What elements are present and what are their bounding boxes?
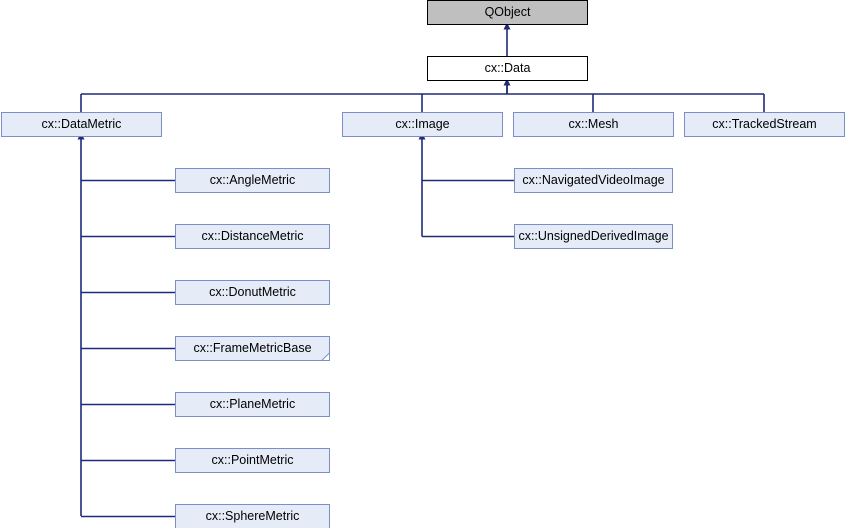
class-node-label: cx::Data	[484, 61, 531, 75]
class-node-label: cx::PointMetric	[211, 453, 294, 467]
class-node-label: cx::AngleMetric	[209, 173, 296, 187]
class-node-cx-datametric[interactable]: cx::DataMetric	[1, 112, 162, 137]
class-node-label: cx::FrameMetricBase	[193, 341, 312, 355]
class-node-qobject[interactable]: QObject	[427, 0, 588, 25]
class-node-label: cx::Image	[395, 117, 450, 131]
class-node-cx-distancemetric[interactable]: cx::DistanceMetric	[175, 224, 330, 249]
class-node-label: cx::NavigatedVideoImage	[522, 173, 665, 187]
class-node-label: cx::DataMetric	[41, 117, 122, 131]
class-node-label: cx::DistanceMetric	[201, 229, 304, 243]
class-node-label: cx::DonutMetric	[209, 285, 296, 299]
class-node-cx-mesh[interactable]: cx::Mesh	[513, 112, 674, 137]
class-node-label: cx::PlaneMetric	[209, 397, 296, 411]
class-node-cx-image[interactable]: cx::Image	[342, 112, 503, 137]
class-node-cx-framemetricbase[interactable]: cx::FrameMetricBase	[175, 336, 330, 361]
class-node-cx-spheremetric[interactable]: cx::SphereMetric	[175, 504, 330, 528]
class-node-cx-anglemetric[interactable]: cx::AngleMetric	[175, 168, 330, 193]
class-node-cx-navigatedvideoimage[interactable]: cx::NavigatedVideoImage	[514, 168, 673, 193]
class-node-label: QObject	[484, 5, 531, 19]
class-node-label: cx::TrackedStream	[712, 117, 817, 131]
class-node-cx-pointmetric[interactable]: cx::PointMetric	[175, 448, 330, 473]
class-node-cx-donutmetric[interactable]: cx::DonutMetric	[175, 280, 330, 305]
class-node-cx-data[interactable]: cx::Data	[427, 56, 588, 81]
class-node-label: cx::SphereMetric	[205, 509, 300, 523]
class-node-label: cx::Mesh	[568, 117, 619, 131]
class-node-label: cx::UnsignedDerivedImage	[518, 229, 669, 243]
class-node-cx-trackedstream[interactable]: cx::TrackedStream	[684, 112, 845, 137]
class-node-cx-unsignedderivedimage[interactable]: cx::UnsignedDerivedImage	[514, 224, 673, 249]
class-node-cx-planemetric[interactable]: cx::PlaneMetric	[175, 392, 330, 417]
